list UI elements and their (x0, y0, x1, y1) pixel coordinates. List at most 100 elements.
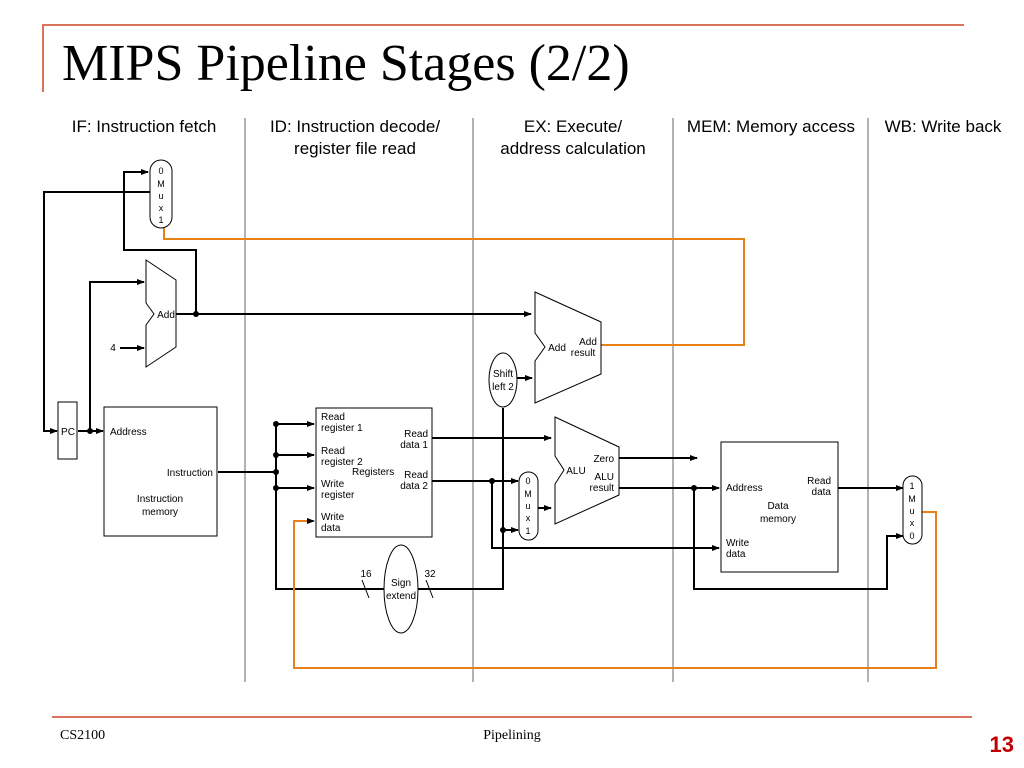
branch-adder-result-line2: result (571, 348, 596, 359)
reg-out2-line1: Read (404, 470, 428, 481)
page-number: 13 (989, 732, 1014, 757)
reg-write-reg-line2: register (321, 490, 355, 501)
stage-mem-label: MEM: Memory access (686, 117, 856, 136)
alu-label: ALU (566, 466, 585, 477)
pc-mux-label-1: 1 (158, 215, 163, 225)
imem-name-line1: Instruction (137, 494, 183, 505)
reg-out1-line1: Read (404, 429, 428, 440)
junction-add (193, 311, 199, 317)
bits-out-label: 32 (424, 569, 436, 580)
dmem-read-line2: data (812, 487, 832, 498)
bits-in-label: 16 (360, 569, 372, 580)
stage-id-label: ID: Instruction decode/ register file re… (269, 117, 441, 158)
wire-pc-plus4 (123, 169, 197, 314)
alu-zero-label: Zero (593, 454, 614, 465)
wb-mux-label-0: 0 (909, 531, 914, 541)
pc-adder-label: Add (157, 310, 175, 321)
reg-write-data-line1: Write (321, 512, 345, 523)
wb-mux-label-u: u (909, 506, 914, 516)
alu-result-line2: result (590, 483, 615, 494)
pc-label: PC (61, 427, 75, 438)
pc-adder: Add (145, 259, 177, 368)
wire-instr-bus (275, 424, 385, 590)
branch-adder-label: Add (548, 343, 566, 354)
junction-wr2 (273, 485, 279, 491)
reg-read2-line1: Read (321, 446, 345, 457)
dmem-write-line2: data (726, 549, 746, 560)
imem-address-label: Address (110, 427, 147, 438)
wire-rd2-to-mem (491, 481, 720, 551)
pc-mux: 0 M u x 1 (149, 159, 173, 229)
wire-alu-bypass (693, 488, 904, 590)
register-file: Read register 1 Read register 2 Register… (315, 407, 433, 538)
wire-branch-target (163, 226, 745, 346)
reg-out2-line2: data 2 (400, 481, 428, 492)
alu-mux-label-0: 0 (525, 476, 530, 486)
footer-course: CS2100 (60, 728, 106, 743)
branch-adder: Add Add result (534, 291, 602, 404)
junction-rr1 (273, 421, 279, 427)
stage-separators (244, 118, 869, 682)
dmem-name-line1: Data (767, 501, 789, 512)
reg-write-data-line2: data (321, 523, 341, 534)
reg-read1-line1: Read (321, 412, 345, 423)
alu-result-line1: ALU (595, 472, 614, 483)
pc-mux-label-x: x (159, 203, 164, 213)
alu-mux-label-u: u (525, 501, 530, 511)
stage-if-label: IF: Instruction fetch (71, 117, 217, 136)
junction-alures (691, 485, 697, 491)
title-accent-bar-vertical (42, 24, 44, 92)
stage-wb-label: WB: Write back (884, 117, 1002, 136)
shift-left-2: Shift left 2 (488, 352, 518, 408)
imem-name-line2: memory (142, 507, 178, 518)
dmem-read-line1: Read (807, 476, 831, 487)
footer-topic: Pipelining (483, 728, 541, 743)
reg-name: Registers (352, 467, 394, 478)
dmem-name-line2: memory (760, 514, 796, 525)
alu-mux-label-m: M (524, 489, 532, 499)
bus-width-ticks (361, 579, 434, 599)
alu-mux-label-x: x (526, 513, 531, 523)
wire-signext-out (418, 408, 504, 590)
dmem-write-line1: Write (726, 538, 750, 549)
wire-pc-to-add (89, 279, 145, 431)
sign-extend: Sign extend (383, 544, 419, 634)
shift-left-line1: Shift (493, 369, 513, 380)
reg-write-reg-line1: Write (321, 479, 345, 490)
pc-mux-label-0: 0 (158, 166, 163, 176)
stage-ex-label: EX: Execute/ address calculation (500, 117, 646, 158)
junction-pc (87, 428, 93, 434)
reg-read1-line2: register 1 (321, 423, 363, 434)
instruction-memory: Address Instruction Instruction memory (103, 406, 218, 537)
alu-mux-label-1: 1 (525, 526, 530, 536)
wb-mux: 1 M u x 0 (902, 475, 923, 545)
sign-extend-line2: extend (386, 591, 416, 602)
footer-rule (52, 716, 972, 718)
wire-junctions (87, 311, 697, 533)
slide-title: MIPS Pipeline Stages (2/2) (62, 35, 630, 92)
imem-instruction-label: Instruction (167, 468, 213, 479)
orange-wires (163, 226, 937, 669)
junction-rd2 (489, 478, 495, 484)
pc-mux-label-m: M (157, 179, 165, 189)
wb-mux-label-m: M (908, 494, 916, 504)
wire-write-back (293, 511, 937, 669)
dmem-address-label: Address (726, 483, 763, 494)
junction-wr (273, 469, 279, 475)
reg-read2-line2: register 2 (321, 457, 363, 468)
alu: ALU Zero ALU result (554, 416, 620, 525)
shift-left-line2: left 2 (492, 382, 514, 393)
wire-pc-loop (43, 191, 150, 434)
junction-imm (500, 527, 506, 533)
wb-mux-label-1: 1 (909, 481, 914, 491)
black-wires (43, 169, 904, 590)
pc-register: PC (57, 401, 78, 460)
sign-extend-line1: Sign (391, 578, 411, 589)
wb-mux-label-x: x (910, 518, 915, 528)
title-accent-bar (42, 24, 964, 26)
alu-src-mux: 0 M u x 1 (518, 471, 539, 541)
junction-rr2 (273, 452, 279, 458)
reg-out1-line2: data 1 (400, 440, 428, 451)
pc-mux-label-u: u (158, 191, 163, 201)
